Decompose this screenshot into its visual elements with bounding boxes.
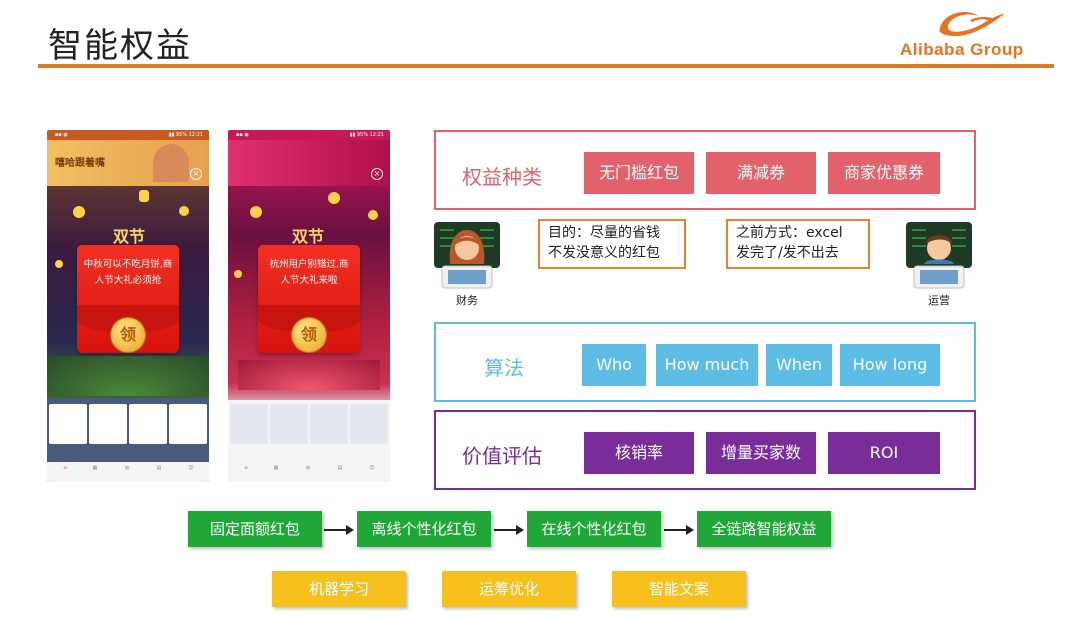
gold-coin-decoration	[328, 192, 340, 204]
tech-machine-learning: 机器学习	[272, 571, 406, 607]
status-bar: ▪▪ ◉▮▮ 95% 12:21	[228, 130, 390, 140]
tag-when: When	[766, 344, 832, 386]
status-bar: ▪▪ ◉▮▮ 95% 12:21	[47, 130, 209, 140]
product-tile[interactable]	[169, 404, 207, 444]
tag-roi: ROI	[828, 432, 940, 474]
tag-how-long: How long	[840, 344, 940, 386]
tab-bar: ⌂ ▦ ◍ ▤ ☺	[47, 462, 209, 482]
tech-operations-research: 运筹优化	[442, 571, 576, 607]
product-tile[interactable]	[49, 404, 87, 444]
tag-no-threshold-coupon: 无门槛红包	[584, 152, 694, 194]
home-tab-icon[interactable]: ⌂	[244, 465, 248, 471]
gold-coin-decoration	[368, 210, 378, 220]
envelope-message: 杭州用户别错过,商 人节大礼来啦	[269, 259, 349, 286]
gold-coin-decoration	[179, 206, 189, 216]
profile-tab-icon[interactable]: ☺	[369, 465, 375, 471]
title-underline	[38, 64, 1054, 68]
gold-coin-decoration	[234, 270, 242, 278]
alibaba-logo: Alibaba Group	[898, 6, 1058, 64]
gift-pile-illustration	[238, 360, 380, 390]
flow-step-offline-personalized: 离线个性化红包	[357, 511, 491, 547]
value-assessment-label: 价值评估	[462, 444, 542, 468]
product-tile[interactable]	[129, 404, 167, 444]
tag-redemption-rate: 核销率	[584, 432, 694, 474]
cart-tab-icon[interactable]: ▤	[156, 465, 162, 471]
hill-scene	[47, 356, 209, 396]
tag-discount-coupon: 满减券	[706, 152, 816, 194]
algorithm-label: 算法	[484, 356, 524, 380]
home-tab-icon[interactable]: ⌂	[63, 465, 67, 471]
male-person-icon	[906, 222, 972, 289]
female-person-icon	[434, 222, 500, 289]
gold-coin-decoration	[55, 260, 63, 268]
flow-arrow	[494, 525, 524, 535]
product-tile[interactable]	[310, 404, 348, 444]
rights-types-panel: 权益种类 无门槛红包 满减券 商家优惠券	[434, 130, 976, 210]
profile-tab-icon[interactable]: ☺	[188, 465, 194, 471]
close-icon[interactable]: ×	[190, 168, 202, 180]
operations-avatar	[906, 220, 972, 290]
logo-text: Alibaba Group	[900, 40, 1024, 59]
festival-title: 双节	[112, 227, 145, 246]
product-tile[interactable]	[89, 404, 127, 444]
close-icon[interactable]: ×	[371, 168, 383, 180]
flow-arrow	[664, 525, 694, 535]
top-banner	[228, 140, 390, 186]
cart-tab-icon[interactable]: ▤	[337, 465, 343, 471]
finance-avatar	[434, 220, 500, 290]
product-tile[interactable]	[270, 404, 308, 444]
tag-how-much: How much	[656, 344, 758, 386]
phone-screenshot-mid-autumn: ▪▪ ◉▮▮ 95% 12:21 嘻哈跟着嘴 × 双节 中秋可以不吃月饼,商 人…	[47, 130, 209, 482]
product-tile[interactable]	[230, 404, 268, 444]
lantern-decoration	[139, 190, 149, 202]
claim-coin-button[interactable]: 领	[292, 318, 326, 352]
category-tab-icon[interactable]: ▦	[273, 465, 279, 471]
phone-screenshot-hangzhou: ▪▪ ◉▮▮ 95% 12:21 × 双节 杭州用户别错过,商 人节大礼来啦 领…	[228, 130, 390, 482]
operations-previous-method-note: 之前方式：excel 发完了/发不出去	[726, 219, 870, 269]
gold-coin-decoration	[73, 206, 85, 218]
value-assessment-panel: 价值评估 核销率 增量买家数 ROI	[434, 410, 976, 490]
red-envelope-popup[interactable]: 中秋可以不吃月饼,商 人节大礼必须抢	[77, 245, 179, 353]
flow-step-online-personalized: 在线个性化红包	[527, 511, 661, 547]
tech-smart-copywriting: 智能文案	[612, 571, 746, 607]
alibaba-swoosh-icon	[939, 12, 1004, 36]
finance-goal-note: 目的：尽量的省钱 不发没意义的红包	[538, 219, 686, 269]
product-grid	[47, 398, 209, 462]
algorithm-panel: 算法 Who How much When How long	[434, 322, 976, 402]
finance-label: 财务	[456, 294, 478, 307]
festival-title: 双节	[291, 227, 324, 246]
top-banner: 嘻哈跟着嘴	[47, 140, 209, 186]
operations-label: 运营	[928, 294, 950, 307]
flow-step-fixed-coupon: 固定面额红包	[188, 511, 322, 547]
tag-incremental-buyers: 增量买家数	[706, 432, 816, 474]
envelope-message: 中秋可以不吃月饼,商 人节大礼必须抢	[83, 259, 173, 286]
tag-who: Who	[582, 344, 646, 386]
product-tile[interactable]	[350, 404, 388, 444]
slide-title: 智能权益	[48, 26, 192, 66]
product-grid	[228, 400, 390, 462]
category-tab-icon[interactable]: ▦	[92, 465, 98, 471]
claim-coin-button[interactable]: 领	[111, 318, 145, 352]
flow-step-full-chain-intelligent: 全链路智能权益	[697, 511, 831, 547]
gold-coin-decoration	[250, 206, 262, 218]
feed-tab-icon[interactable]: ◍	[305, 465, 311, 471]
tag-merchant-coupon: 商家优惠券	[828, 152, 940, 194]
flow-arrow	[324, 525, 354, 535]
feed-tab-icon[interactable]: ◍	[124, 465, 130, 471]
banner-people-illustration	[153, 144, 189, 182]
tab-bar: ⌂ ▦ ◍ ▤ ☺	[228, 462, 390, 482]
banner-text: 嘻哈跟着嘴	[55, 158, 105, 169]
rights-types-label: 权益种类	[462, 165, 542, 189]
